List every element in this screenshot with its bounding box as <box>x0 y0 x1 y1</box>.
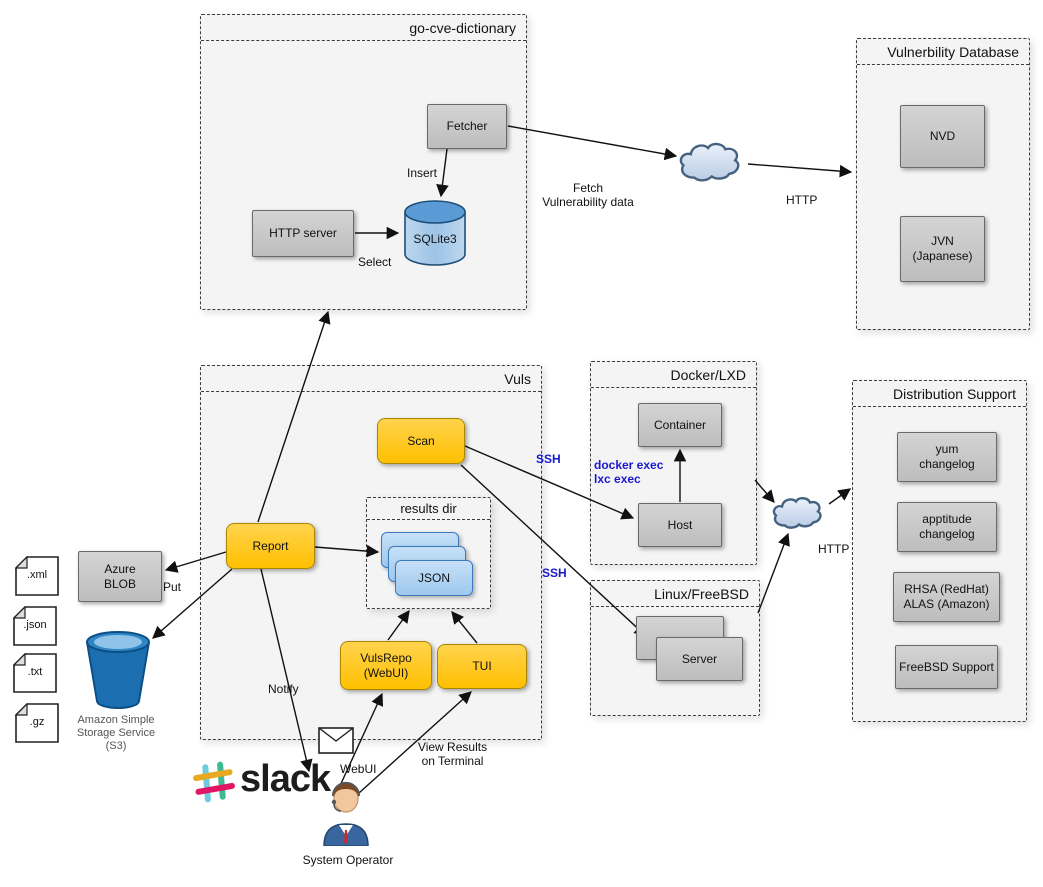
edge-label-http-right: HTTP <box>818 542 850 556</box>
cloud-icon <box>770 486 830 538</box>
edge-fetcher-sqlite <box>436 148 449 198</box>
node-tui: TUI <box>437 644 527 689</box>
edge-label-fetch-vulnerability-data: Fetch Vulnerability data <box>542 181 634 210</box>
edge-tui-resultsdir <box>451 611 478 644</box>
slack-hash-icon <box>193 761 235 803</box>
edge-cloud-distsupport <box>828 488 852 505</box>
system-operator-icon <box>323 781 369 846</box>
edge-label-select: Select <box>358 255 392 269</box>
edge-label-view-results: View Results on Terminal <box>417 740 488 769</box>
edge-report-gocve <box>257 310 331 523</box>
edge-report-s3 <box>152 568 233 639</box>
edge-vulsrepo-resultsdir <box>387 609 410 641</box>
edge-report-azure <box>164 551 227 573</box>
file-label-xml: .xml <box>26 569 48 581</box>
edge-scan-server <box>460 464 647 637</box>
node-http-server: HTTP server <box>252 210 354 257</box>
edge-report-slack <box>260 568 313 773</box>
group-title-go-cve-dictionary: go-cve-dictionary <box>201 15 526 41</box>
edge-cloud-vulndb <box>747 163 853 178</box>
node-host: Host <box>638 503 722 547</box>
edge-fetcher-cloud <box>507 125 678 161</box>
file-icon <box>13 653 57 693</box>
group-go-cve-dictionary: go-cve-dictionary <box>200 14 527 310</box>
edge-label-ssh-host: SSH <box>536 452 561 466</box>
node-vulsrepo: VulsRepo (WebUI) <box>340 641 432 690</box>
system-operator-label: System Operator <box>302 853 394 867</box>
edge-label-put: Put <box>163 580 182 594</box>
file-icon <box>15 556 59 596</box>
file-label-txt: .txt <box>27 666 43 678</box>
cloud-icon <box>676 136 750 186</box>
sqlite3-label: SQLite3 <box>413 232 457 246</box>
edge-report-json <box>314 544 380 558</box>
node-report: Report <box>226 523 315 569</box>
file-label-gz: .gz <box>29 716 45 728</box>
group-title-distribution-support: Distribution Support <box>853 381 1026 407</box>
group-title-docker-lxd: Docker/LXD <box>591 362 756 388</box>
json-file-front: JSON <box>395 560 473 596</box>
envelope-icon <box>318 727 354 754</box>
node-container: Container <box>638 403 722 447</box>
edge-label-ssh-server: SSH <box>542 566 567 580</box>
s3-bucket-icon <box>86 631 150 709</box>
node-yum-changelog: yum changelog <box>897 432 997 482</box>
edge-label-webui: WebUI <box>340 762 377 776</box>
node-jvn: JVN (Japanese) <box>900 216 985 282</box>
edge-label-http-top: HTTP <box>786 193 818 207</box>
edge-scan-host <box>464 445 635 520</box>
node-azure-blob: Azure BLOB <box>78 551 162 602</box>
node-fetcher: Fetcher <box>427 104 507 149</box>
node-nvd: NVD <box>900 105 985 168</box>
database-cylinder-icon <box>404 200 466 266</box>
s3-caption: Amazon Simple Storage Service (S3) <box>76 714 156 753</box>
edge-operator-vulsrepo <box>338 692 384 789</box>
edge-linux-cloud <box>757 532 790 614</box>
edge-label-notify: Notify <box>268 682 299 696</box>
group-title-vulnerability-database: Vulnerbility Database <box>857 39 1029 65</box>
node-scan: Scan <box>377 418 465 464</box>
group-title-linux-freebsd: Linux/FreeBSD <box>591 581 759 607</box>
node-apptitude-changelog: apptitude changelog <box>897 502 997 552</box>
slack-wordmark: slack <box>240 758 331 800</box>
node-freebsd-support: FreeBSD Support <box>895 645 998 689</box>
edge-operator-tui <box>358 691 472 794</box>
node-rhsa-alas: RHSA (RedHat) ALAS (Amazon) <box>893 572 1000 622</box>
edge-label-insert: Insert <box>406 166 437 180</box>
group-title-vuls: Vuls <box>201 366 541 392</box>
file-icon <box>15 703 59 743</box>
file-label-json: .json <box>23 619 47 631</box>
group-title-results-dir: results dir <box>367 498 490 520</box>
edge-docker-cloud <box>754 479 775 503</box>
file-icon <box>13 606 57 646</box>
node-server: Server <box>656 637 743 681</box>
edge-label-docker-exec: docker exec lxc exec <box>594 458 664 487</box>
